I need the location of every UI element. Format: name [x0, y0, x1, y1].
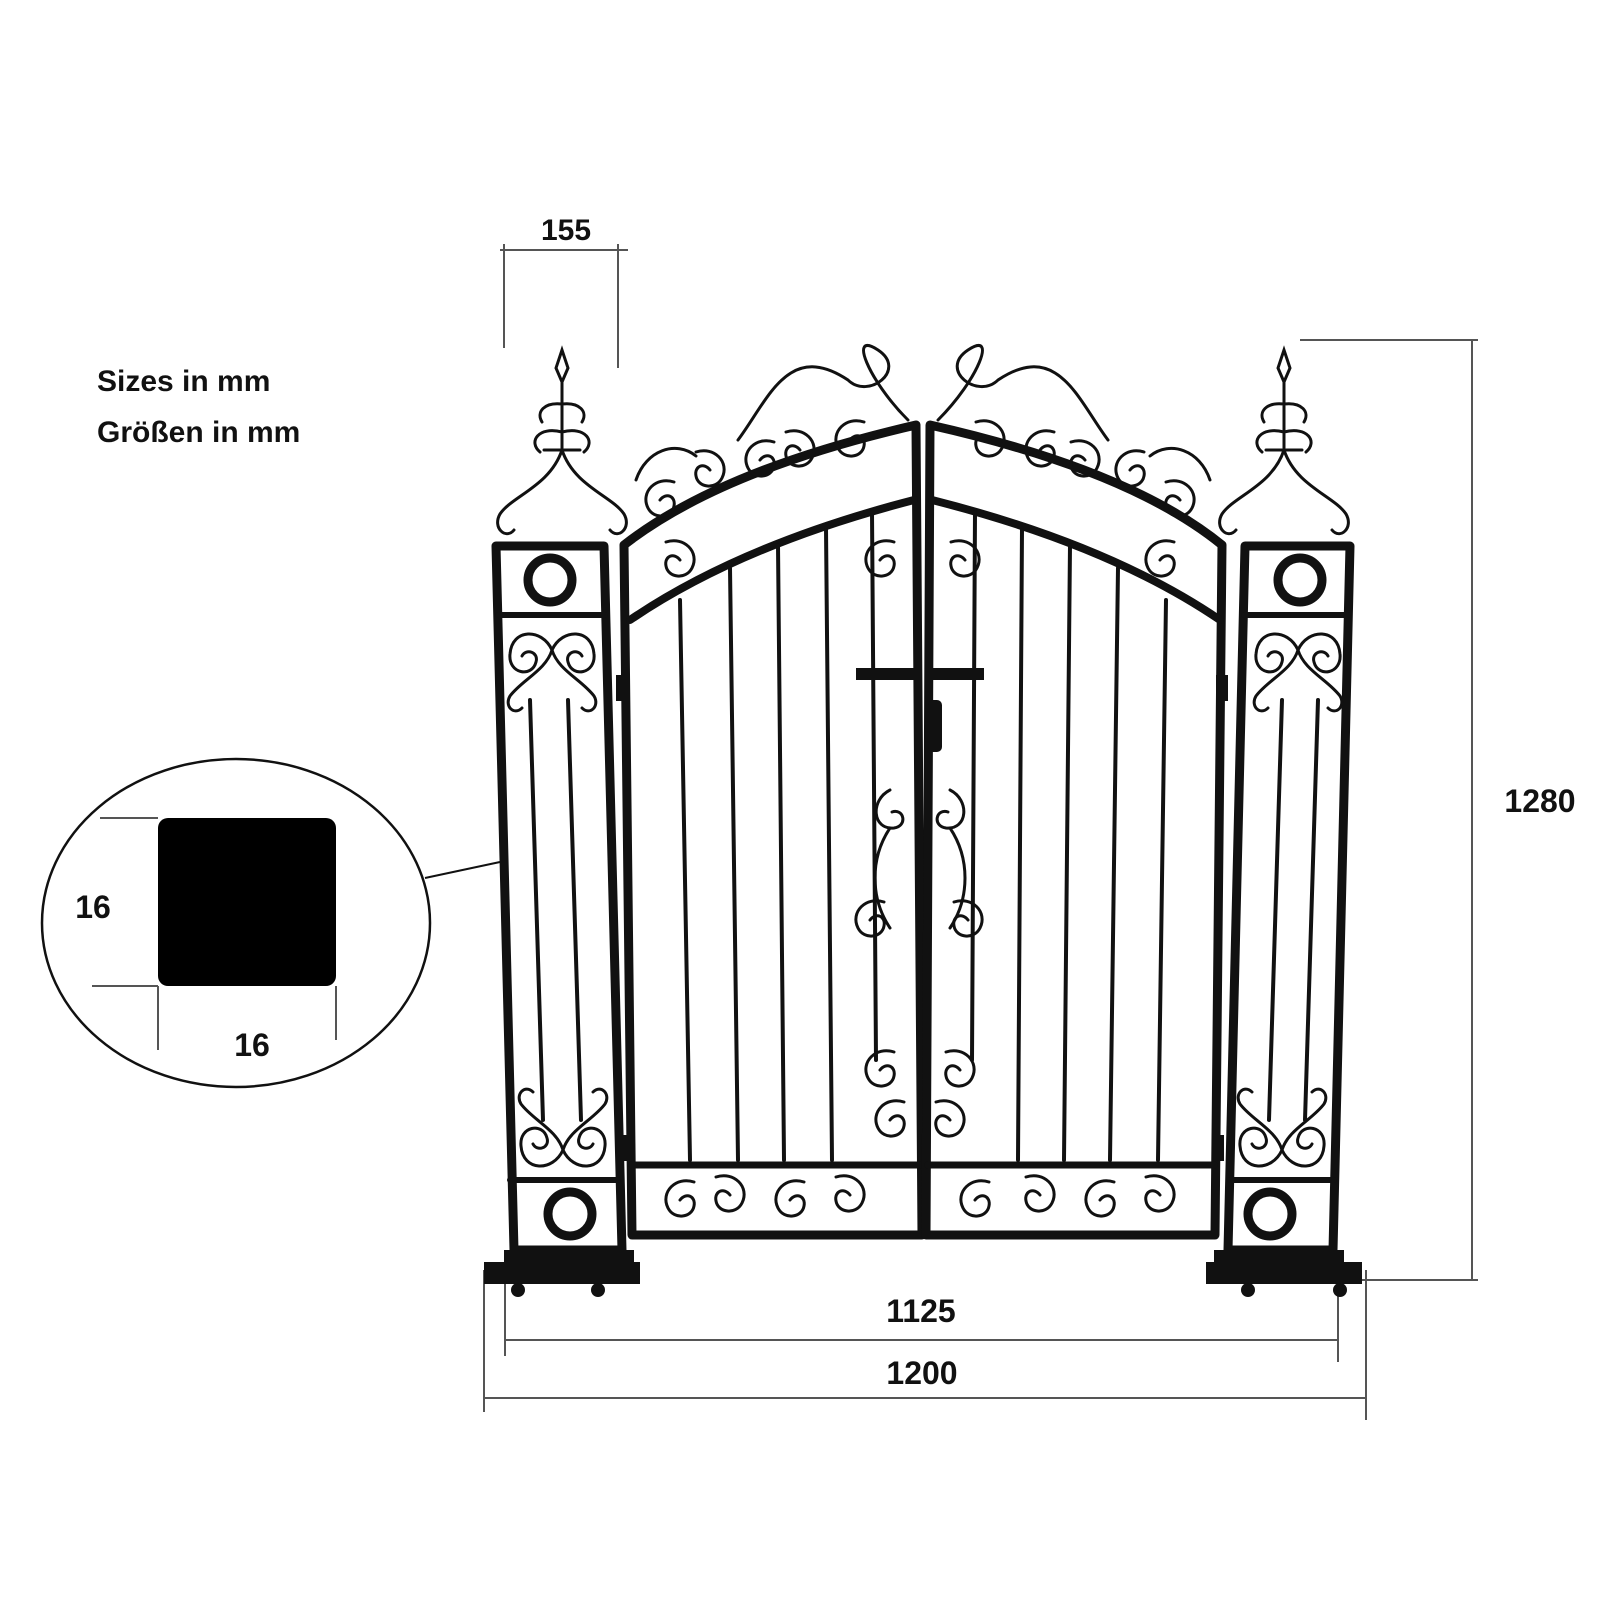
profile-height-value: 16: [75, 889, 111, 925]
right-gate-leaf: [921, 343, 1227, 1240]
hinge: [1216, 675, 1228, 701]
square-profile: [158, 818, 336, 986]
left-post: [484, 345, 640, 1297]
inner-width-dimension: 1125: [504, 1282, 1339, 1362]
profile-detail: 16 16: [40, 757, 501, 1089]
post-width-dimension: 155: [500, 214, 628, 368]
units-note-english: Sizes in mm: [97, 365, 270, 398]
hinge: [616, 675, 628, 701]
center-ornament: [873, 788, 967, 930]
outer-width-value: 1200: [886, 1355, 957, 1391]
outer-width-dimension: 1200: [483, 1270, 1367, 1420]
units-note-german: Größen in mm: [97, 416, 300, 449]
right-post: [1206, 345, 1362, 1297]
left-gate-leaf: [619, 343, 927, 1240]
height-value: 1280: [1504, 783, 1575, 819]
hinge: [1212, 1135, 1224, 1161]
profile-width-value: 16: [234, 1027, 270, 1063]
height-dimension: 1280: [1300, 339, 1576, 1281]
inner-width-value: 1125: [886, 1293, 955, 1329]
post-width-value: 155: [541, 214, 591, 247]
hinge: [620, 1135, 632, 1161]
gate-illustration: [484, 343, 1362, 1297]
